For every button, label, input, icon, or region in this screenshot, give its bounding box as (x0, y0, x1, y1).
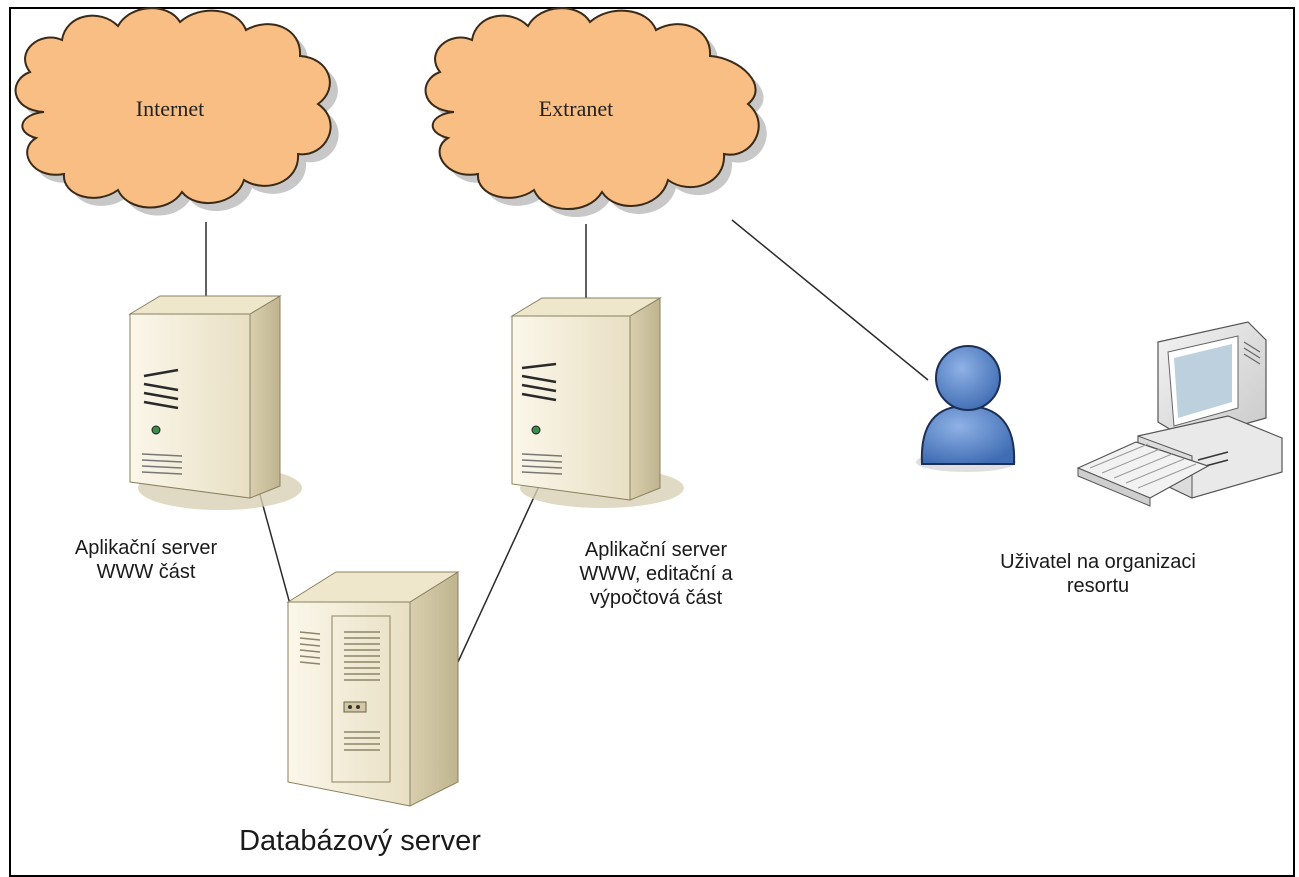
server-tower-icon (128, 295, 302, 510)
internet-cloud-icon (14, 7, 339, 216)
database-server-label: Databázový server (239, 825, 481, 857)
extranet-cloud-icon (424, 7, 767, 218)
connectors (205, 219, 929, 663)
internet-cloud-label: Internet (135, 96, 205, 121)
user-label: Uživatel na organizaci resortu (1000, 551, 1196, 597)
server-tower-icon (510, 297, 684, 508)
app-server-edit-label: Aplikační server WWW, editační a výpočto… (579, 539, 733, 609)
app-server-www-label: Aplikační server WWW část (74, 537, 218, 583)
database-server-icon (286, 571, 460, 807)
extranet-cloud-label: Extranet (538, 96, 614, 121)
desktop-computer-icon (1076, 321, 1283, 507)
user-icon (916, 345, 1016, 472)
connector-app-edit-db (457, 483, 541, 663)
connector-extranet-user (731, 219, 929, 381)
